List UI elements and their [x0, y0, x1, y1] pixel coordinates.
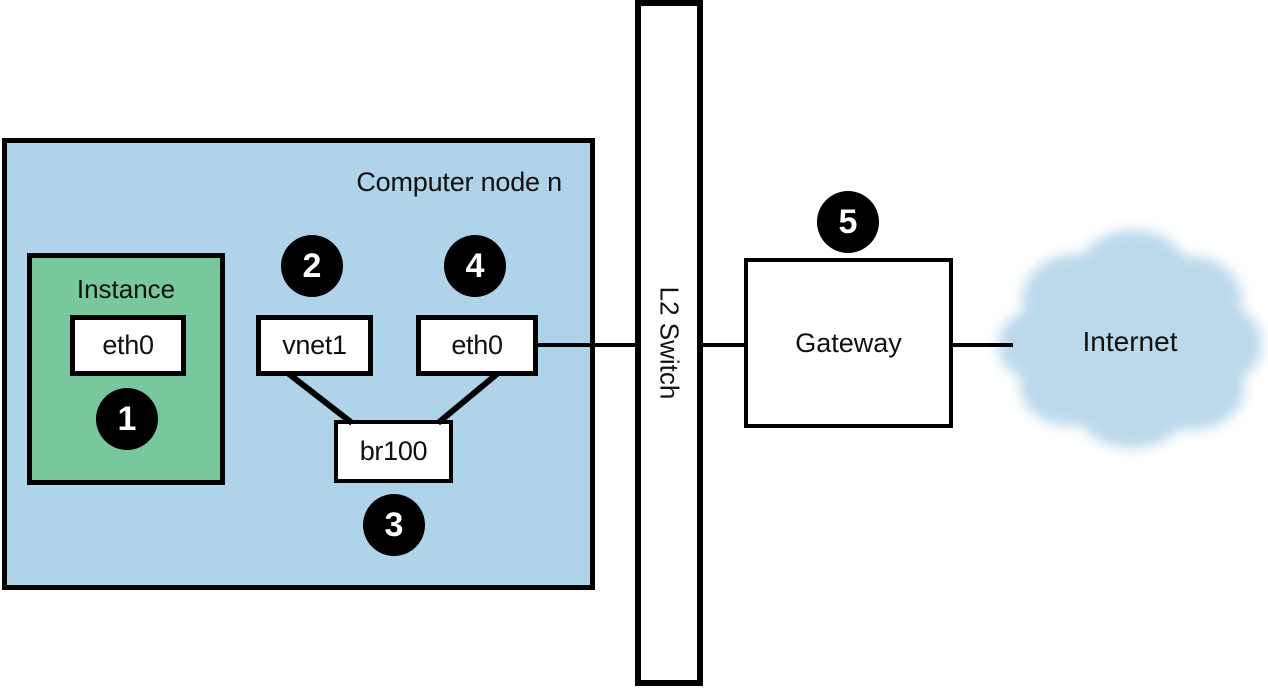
- callout-badge-1: 1: [96, 388, 158, 450]
- gateway-label: Gateway: [795, 327, 902, 358]
- internet-label: Internet: [1082, 326, 1178, 357]
- instance-title: Instance: [76, 274, 176, 304]
- callout-badge-1-number: 1: [117, 400, 137, 438]
- callout-badge-3: 3: [363, 494, 425, 556]
- callout-badge-4: 4: [444, 235, 506, 297]
- compute-node-title: Computer node n: [356, 167, 562, 197]
- instance-eth0-label: eth0: [102, 330, 154, 360]
- l2-switch-bar: L2 Switch: [635, 0, 703, 686]
- vnet1-label: vnet1: [282, 330, 347, 360]
- host-eth0-label: eth0: [451, 330, 503, 360]
- callout-badge-5: 5: [817, 191, 879, 253]
- callout-badge-3-number: 3: [384, 506, 404, 544]
- callout-badge-2-number: 2: [302, 247, 322, 285]
- callout-badge-4-number: 4: [465, 247, 485, 285]
- instance-eth0-box: eth0: [70, 315, 186, 376]
- callout-badge-2: 2: [281, 235, 343, 297]
- callout-badge-5-number: 5: [838, 203, 858, 241]
- br100-bridge-box: br100: [334, 420, 453, 483]
- connector-switch-to-gateway: [699, 343, 748, 347]
- cloud-icon: [998, 230, 1262, 448]
- br100-label: br100: [359, 436, 428, 466]
- connector-eth0-to-switch: [534, 343, 637, 347]
- connector-gateway-to-internet: [949, 343, 1013, 347]
